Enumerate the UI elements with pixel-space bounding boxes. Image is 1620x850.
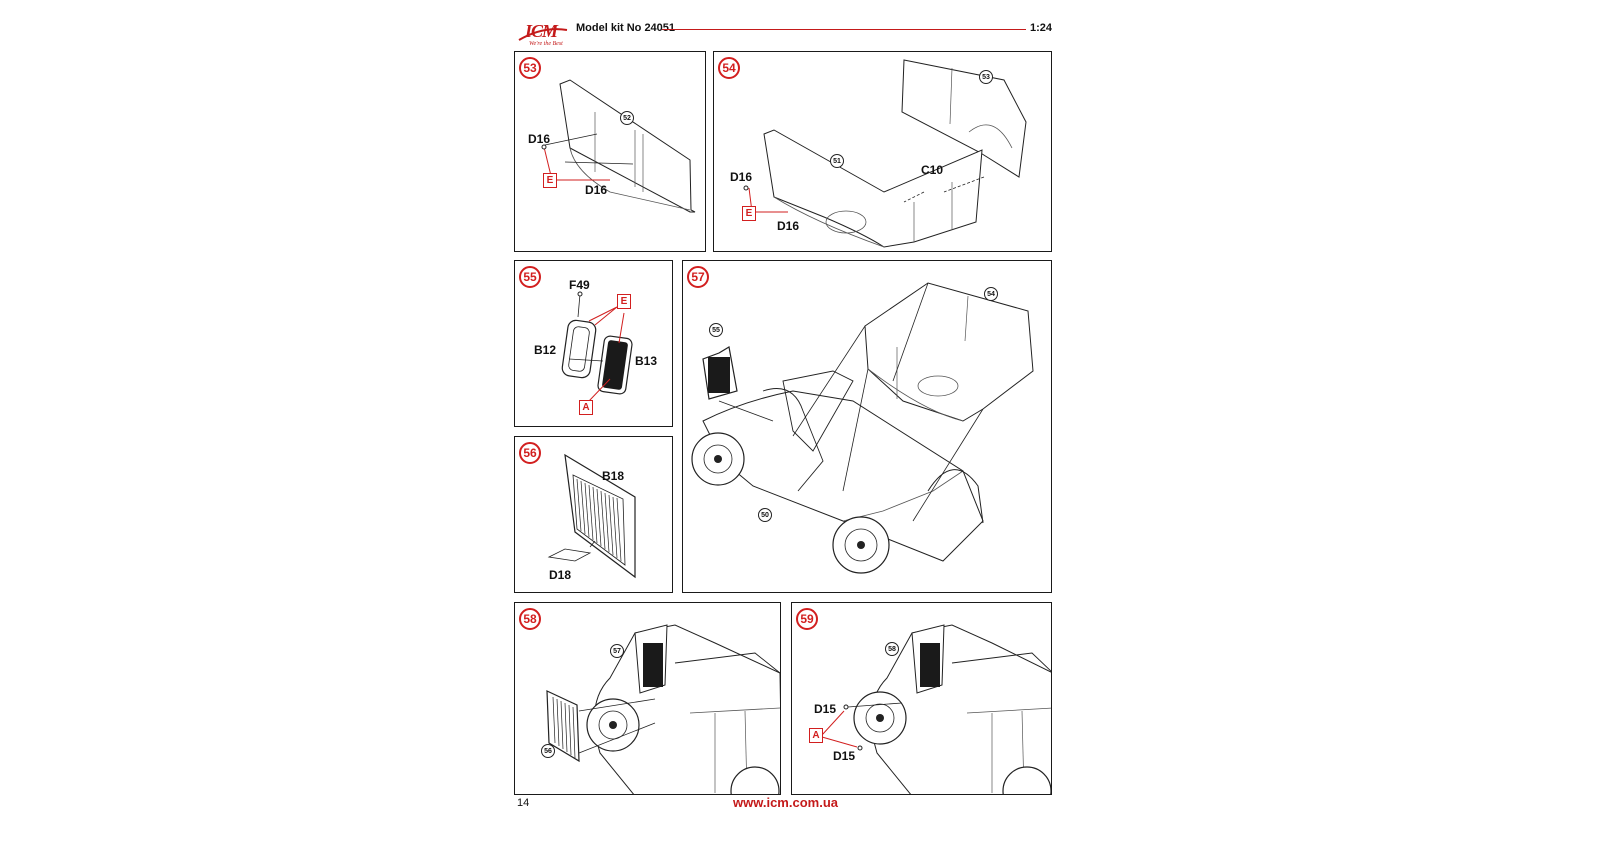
- part-label: B12: [534, 343, 557, 357]
- part-label: B18: [602, 469, 625, 483]
- step-number: 53: [519, 57, 541, 79]
- ref-step-circle: 58: [885, 642, 899, 656]
- part-label: D15: [833, 749, 856, 763]
- scale-label: 1:24: [1030, 22, 1053, 34]
- logo-subtitle: We're the Best: [529, 41, 563, 47]
- part-label: D16: [585, 183, 608, 197]
- step-59-panel: 59 58 D15 A D15: [791, 602, 1052, 795]
- step-59-drawing: [821, 624, 1051, 794]
- ref-step-circle: 55: [709, 323, 723, 337]
- part-label: F49: [569, 278, 590, 292]
- step-57-panel: 57 54 55 50: [682, 260, 1052, 593]
- step-55-drawing: [561, 291, 633, 402]
- step-number: 58: [519, 608, 541, 630]
- paint-tag: E: [617, 294, 631, 309]
- ref-step-circle: 50: [758, 508, 772, 522]
- step-55-panel: 55 F49 E B12 B13 A: [514, 260, 673, 427]
- step-53-panel: 53 52 D16 E D16: [514, 51, 706, 252]
- ref-step-circle: 56: [541, 744, 555, 758]
- header-rule: [662, 29, 1026, 30]
- part-label: D16: [777, 219, 800, 233]
- paint-tag: E: [543, 173, 557, 188]
- step-54-drawing: [743, 59, 1027, 248]
- step-number: 55: [519, 266, 541, 288]
- ref-step-circle: 57: [610, 644, 624, 658]
- paint-tag: A: [809, 728, 823, 743]
- ref-step-circle: 53: [979, 70, 993, 84]
- step-58-panel: 58 57 56: [514, 602, 781, 795]
- part-label: D15: [814, 702, 837, 716]
- page-title: Model kit No 24051: [576, 22, 676, 34]
- ref-step-circle: 52: [620, 111, 634, 125]
- step-number: 57: [687, 266, 709, 288]
- brand-logo: ICM We're the Best: [517, 20, 569, 48]
- step-56-panel: 56 B18 D18: [514, 436, 673, 593]
- footer-link[interactable]: www.icm.com.ua: [733, 795, 838, 810]
- step-number: 56: [519, 442, 541, 464]
- step-58-drawing: [546, 624, 780, 794]
- step-56-drawing: [547, 453, 636, 579]
- part-label: D16: [528, 132, 551, 146]
- paint-tag: E: [742, 206, 756, 221]
- page-number: 14: [517, 797, 530, 809]
- step-53-drawing: [541, 79, 696, 213]
- part-label: C10: [921, 163, 944, 177]
- logo-swoosh-icon: [518, 28, 568, 41]
- step-number: 54: [718, 57, 740, 79]
- step-54-panel: 54 53 51 C10 D16 E D16: [713, 51, 1052, 252]
- step-57-drawing: [691, 282, 1034, 574]
- ref-step-circle: 54: [984, 287, 998, 301]
- part-label: B13: [635, 354, 658, 368]
- paint-tag: A: [579, 400, 593, 415]
- part-label: D16: [730, 170, 753, 184]
- logo-text: ICM: [525, 21, 558, 41]
- part-label: D18: [549, 568, 572, 582]
- ref-step-circle: 51: [830, 154, 844, 168]
- step-number: 59: [796, 608, 818, 630]
